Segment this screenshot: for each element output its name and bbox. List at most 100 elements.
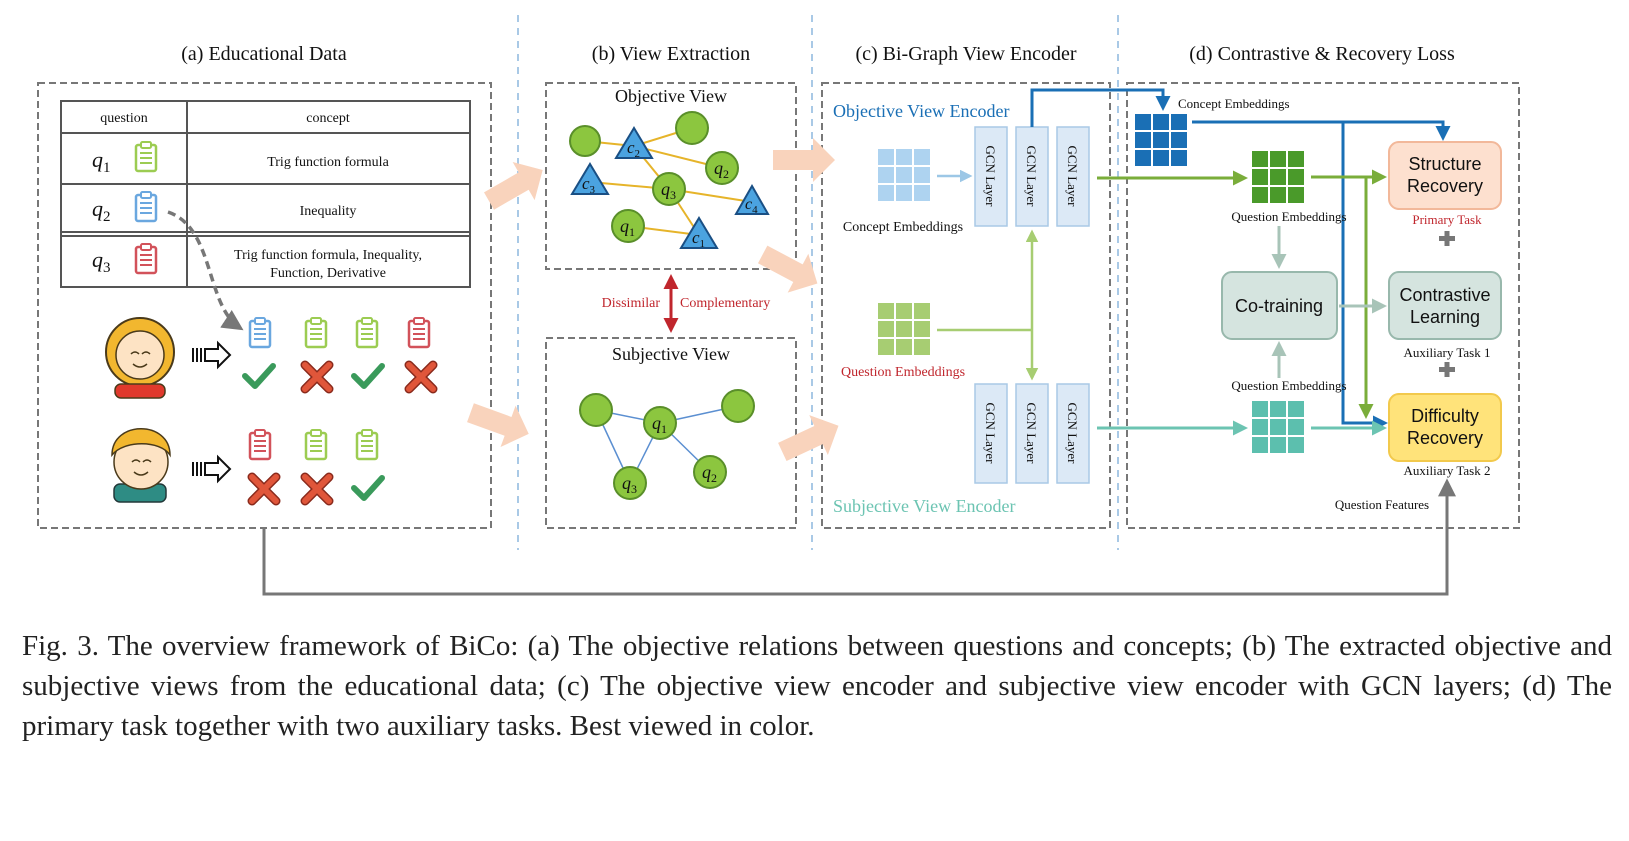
gcn-layer-block	[1015, 383, 1049, 484]
clipboard-red-icon	[407, 316, 431, 349]
subjective-view-box	[545, 337, 797, 529]
panel-c-box	[821, 82, 1111, 529]
question-embeddings-bottom-label: Question Embeddings	[1231, 378, 1346, 393]
student-2-arrow-icon	[192, 454, 232, 484]
gcn-layer-label: GCN Layer	[1024, 402, 1039, 464]
objective-node	[611, 209, 645, 243]
blue-to-structure-arrow	[1192, 120, 1451, 141]
cross-icon	[252, 477, 276, 501]
framework-figure: (a) Educational Data (b) View Extraction…	[37, 15, 1520, 596]
subjective-node	[693, 455, 727, 489]
table-header-question: question	[100, 111, 147, 126]
concept-embeddings-grid	[876, 147, 932, 203]
student-1-arrow-icon	[192, 340, 232, 370]
gcn-layer-block	[1056, 383, 1090, 484]
concept-embeddings-label: Concept Embeddings	[843, 220, 963, 235]
check-icon	[245, 366, 273, 386]
table-row-concept: Inequality	[300, 204, 357, 219]
question-embeddings-grid	[876, 301, 932, 357]
table-row-concept: Trig function formula	[267, 155, 389, 170]
objective-node-label: q2	[714, 158, 729, 181]
plus-icon	[1439, 231, 1455, 246]
co-training-label: Co-training	[1235, 296, 1323, 316]
clipboard-green-icon	[355, 428, 379, 461]
clipboard-green-icon	[134, 140, 158, 173]
table-row-concept: Function, Derivative	[270, 266, 386, 281]
question-embeddings-teal-grid	[1250, 399, 1306, 455]
concept-embeddings-blue-grid	[1133, 112, 1189, 168]
clipboard-red-icon	[248, 428, 272, 461]
subjective-node-label: q1	[652, 413, 667, 436]
complementary-label: Complementary	[680, 296, 770, 311]
auxiliary-task-1-label: Auxiliary Task 1	[1404, 345, 1491, 360]
gcn-layer-block	[974, 383, 1008, 484]
objective-node-label: q1	[620, 216, 635, 239]
concept-node-label: c2	[627, 138, 640, 160]
table-header-concept: concept	[306, 111, 350, 126]
objective-encoder-title: Objective View Encoder	[833, 101, 1010, 121]
question-embeddings-label: Question Embeddings	[841, 365, 965, 380]
dissimilar-label: Dissimilar	[602, 296, 661, 311]
objective-node	[569, 125, 601, 157]
student-boy-avatar	[111, 428, 171, 503]
subjective-node-label: q2	[702, 462, 717, 485]
subjective-node-label: q3	[622, 473, 637, 496]
objective-node	[705, 151, 739, 185]
objective-view-box	[545, 82, 797, 270]
primary-task-label: Primary Task	[1412, 212, 1482, 227]
clipboard-green-icon	[355, 316, 379, 349]
clipboard-blue-icon	[134, 190, 158, 223]
clipboard-green-icon	[304, 316, 328, 349]
co-training-box	[1221, 271, 1338, 340]
gcn-layer-label: GCN Layer	[1024, 145, 1039, 207]
question-concept-table	[60, 100, 471, 288]
blue-to-difficulty-arrow	[1341, 122, 1388, 431]
panel-a-box	[37, 82, 492, 529]
subjective-view-title: Subjective View	[612, 344, 730, 364]
cross-icon	[305, 477, 329, 501]
cross-icon	[305, 365, 329, 389]
objective-node-label: q3	[661, 179, 676, 202]
clipboard-red-icon	[134, 242, 158, 275]
gcn-layer-block	[1056, 126, 1090, 227]
concept-node-label: c1	[692, 228, 705, 250]
contrastive-learning-box	[1388, 271, 1502, 340]
flow-arrow	[773, 138, 835, 182]
objective-node	[652, 172, 686, 206]
q2-to-answers-arrow	[167, 210, 244, 331]
concept-node-label: c3	[582, 174, 596, 196]
concept-node	[570, 162, 610, 195]
section-title-b: (b) View Extraction	[592, 43, 750, 65]
subjective-node	[721, 389, 755, 423]
table-row-q: q3	[92, 247, 111, 276]
concept-node	[734, 183, 770, 215]
concept-embeddings-label-d: Concept Embeddings	[1178, 96, 1290, 111]
question-features-label: Question Features	[1335, 497, 1429, 512]
section-title-c: (c) Bi-Graph View Encoder	[855, 43, 1076, 65]
gcn-layer-block	[974, 126, 1008, 227]
table-row-concept: Trig function formula, Inequality,	[234, 248, 422, 263]
gcn-layer-label: GCN Layer	[983, 402, 998, 464]
subjective-encoder-title: Subjective View Encoder	[833, 496, 1016, 516]
cross-icon	[409, 365, 433, 389]
structure-recovery-box	[1388, 141, 1502, 210]
gcn-layer-label: GCN Layer	[983, 145, 998, 207]
subjective-node	[613, 466, 647, 500]
clipboard-blue-icon	[248, 316, 272, 349]
flow-arrow	[478, 151, 554, 221]
concept-node	[679, 216, 719, 249]
table-row-q: q2	[92, 196, 111, 225]
check-icon	[354, 366, 382, 386]
flow-arrow	[773, 405, 848, 472]
auxiliary-task-2-label: Auxiliary Task 2	[1404, 463, 1491, 478]
figure-caption: Fig. 3. The overview framework of BiCo: …	[22, 630, 1612, 742]
table-row-q: q1	[92, 147, 111, 176]
gcn-layer-block	[1015, 126, 1049, 227]
subjective-node	[643, 406, 677, 440]
section-title-a: (a) Educational Data	[181, 43, 347, 65]
clipboard-green-icon	[304, 428, 328, 461]
question-embeddings-top-label: Question Embeddings	[1231, 209, 1346, 224]
